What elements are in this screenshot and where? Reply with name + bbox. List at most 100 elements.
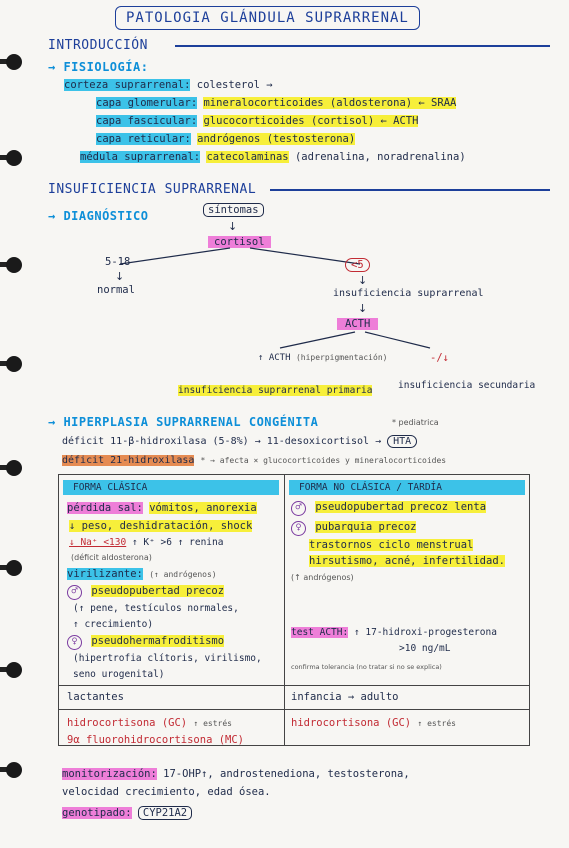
arrow-down-icon: ↓ [358, 274, 368, 287]
trat-right-row: hidrocortisona (GC) ↑ estrés [291, 717, 456, 729]
corteza-row: corteza suprarrenal: colesterol → [64, 79, 273, 91]
arrow-down-icon: ↓ [228, 220, 238, 233]
col-head-no-clasica: FORMA NO CLÁSICA / TARDÍA [289, 480, 525, 495]
perdida-sal-label: pérdida sal: [67, 502, 143, 514]
male-2: (↑ pene, testículos normales, [73, 603, 239, 614]
page-title: PATOLOGIA GLÁNDULA SUPRARRENAL [115, 6, 420, 30]
insuficiencia-heading: INSUFICIENCIA SUPRARRENAL [48, 182, 257, 197]
perdida-sal-4: (déficit aldosterona) [71, 553, 152, 562]
genotipado-label: genotipado: [62, 807, 132, 819]
nc-note: (↑ andrógenos) [291, 573, 354, 582]
branch-right [364, 331, 431, 349]
female-2: (hipertrofia clítoris, virilismo, [73, 653, 262, 664]
potassium-renin: ↑ K⁺ >6 ↑ renina [131, 537, 224, 548]
male-row: ♂ pseudopubertad precoz [67, 585, 225, 600]
perdida-sal-2: ↓ peso, deshidratación, shock [69, 520, 253, 532]
male-1: pseudopubertad precoz [91, 585, 225, 597]
deficit-21-note: * → afecta × glucocorticoides y mineralo… [200, 456, 447, 465]
binder-ring [0, 52, 26, 72]
corteza-desc: colesterol → [196, 79, 273, 91]
virilizante-label: virilizante: [67, 568, 143, 580]
col-head-clasica: FORMA CLÁSICA [63, 480, 279, 495]
cortisol-left-value: 5-18 [105, 256, 131, 268]
monitor-row: monitorización: 17-OHP↑, androstenediona… [62, 768, 410, 780]
test-acth-row: test ACTH: ↑ 17-hidroxi-progesterona [291, 627, 497, 638]
reticular-desc: andrógenos (testosterona) [197, 133, 356, 145]
cortisol-right-result: insuficiencia suprarrenal [333, 288, 484, 299]
nc-female-3: hirsutismo, acné, infertilidad. [309, 555, 505, 567]
binder-ring [0, 255, 26, 275]
nc-female-1: pubarquia precoz [315, 521, 417, 533]
fisiologia-heading: → FISIOLOGÍA: [48, 60, 149, 74]
test-acth-label: test ACTH: [291, 627, 349, 638]
forms-table: FORMA CLÁSICA FORMA NO CLÁSICA / TARDÍA … [58, 474, 530, 746]
female-3: seno urogenital) [73, 669, 165, 680]
virilizante-row: virilizante: (↑ andrógenos) [67, 568, 217, 580]
insuficiencia-rule [270, 189, 550, 191]
hiperplasia-heading: → HIPERPLASIA SUPRARRENAL CONGÉNITA [48, 415, 319, 429]
nc-female-row: ♀ pubarquia precoz [291, 521, 417, 536]
acth-down: -/↓ [430, 352, 449, 364]
cortisol-right-value: <5 [345, 258, 370, 272]
binder-ring [0, 660, 26, 680]
acth-up-value: ↑ ACTH [258, 353, 291, 363]
glomerular-desc: mineralocorticoides (aldosterona) ← SRAA [203, 97, 457, 109]
arrow-down-icon: ↓ [115, 270, 125, 283]
test-acth-desc-2: >10 ng/mL [399, 643, 451, 654]
male-symbol-icon: ♂ [291, 501, 306, 516]
deficit-21-text: déficit 21-hidroxilasa [62, 455, 195, 466]
trat-left-1-note: ↑ estrés [193, 719, 232, 728]
table-row-divider [59, 685, 529, 687]
acth-branches [279, 331, 431, 349]
female-1: pseudohermafroditismo [91, 635, 225, 647]
glomerular-row: capa glomerular: mineralocorticoides (al… [96, 97, 457, 109]
binder-ring [0, 354, 26, 374]
medula-desc-1: catecolaminas [206, 151, 289, 163]
sintomas-box: síntomas [203, 203, 264, 217]
branch-left [119, 247, 231, 265]
intro-rule [175, 45, 550, 47]
hta-badge: HTA [387, 435, 418, 448]
medula-desc-2: (adrenalina, noradrenalina) [294, 151, 466, 163]
acth-up-note: (hiperpigmentación) [295, 353, 388, 362]
nc-female-2: trastornos ciclo menstrual [309, 539, 474, 551]
acth-up: ↑ ACTH (hiperpigmentación) [258, 353, 387, 363]
medula-row: médula suprarrenal: catecolaminas (adren… [80, 151, 466, 163]
virilizante-note: (↑ andrógenos) [149, 570, 217, 579]
genotipado-value: CYP21A2 [137, 806, 193, 820]
fascicular-desc: glucocorticoides (cortisol) ← ACTH [203, 115, 419, 127]
branch-left [279, 331, 356, 349]
cortisol-left-result: normal [97, 284, 135, 296]
binder-ring [0, 558, 26, 578]
table-row-divider [59, 709, 529, 711]
female-symbol-icon: ♀ [291, 521, 306, 536]
perdida-sal-1: vómitos, anorexia [149, 502, 257, 514]
deficit-21-row: déficit 21-hidroxilasa * → afecta × gluc… [62, 455, 446, 466]
corteza-label: corteza suprarrenal: [64, 79, 191, 91]
row2-right: infancia → adulto [291, 691, 399, 703]
cortisol-label: cortisol [208, 236, 271, 248]
male-symbol-icon: ♂ [67, 585, 82, 600]
monitor-label: monitorización: [62, 768, 157, 780]
binder-ring [0, 458, 26, 478]
trat-right-note: ↑ estrés [417, 719, 456, 728]
diagnostico-heading: → DIAGNÓSTICO [48, 209, 149, 223]
hiperplasia-note: * pediatrica [392, 418, 439, 427]
arrow-down-icon: ↓ [358, 302, 368, 315]
trat-right: hidrocortisona (GC) [291, 717, 412, 729]
row2-left: lactantes [67, 691, 124, 703]
test-acth-desc-1: ↑ 17-hidroxi-progesterona [353, 627, 497, 638]
perdida-sal-3: ↓ Na⁺ <130 ↑ K⁺ >6 ↑ renina [69, 537, 223, 548]
monitor-desc-2: velocidad crecimiento, edad ósea. [62, 786, 271, 798]
female-symbol-icon: ♀ [67, 635, 82, 650]
cortisol-branches [119, 247, 361, 265]
perdida-sal-row: pérdida sal: vómitos, anorexia [67, 502, 257, 514]
trat-left-2: 9α fluorohidrocortisona (MC) [67, 734, 245, 746]
medula-label: médula suprarrenal: [80, 151, 201, 163]
trat-left-1-row: hidrocortisona (GC) ↑ estrés [67, 717, 232, 729]
branch-right [249, 247, 361, 265]
reticular-row: capa reticular: andrógenos (testosterona… [96, 133, 356, 145]
reticular-label: capa reticular: [96, 133, 191, 145]
nc-male-row: ♂ pseudopubertad precoz lenta [291, 501, 487, 516]
binder-ring [0, 148, 26, 168]
